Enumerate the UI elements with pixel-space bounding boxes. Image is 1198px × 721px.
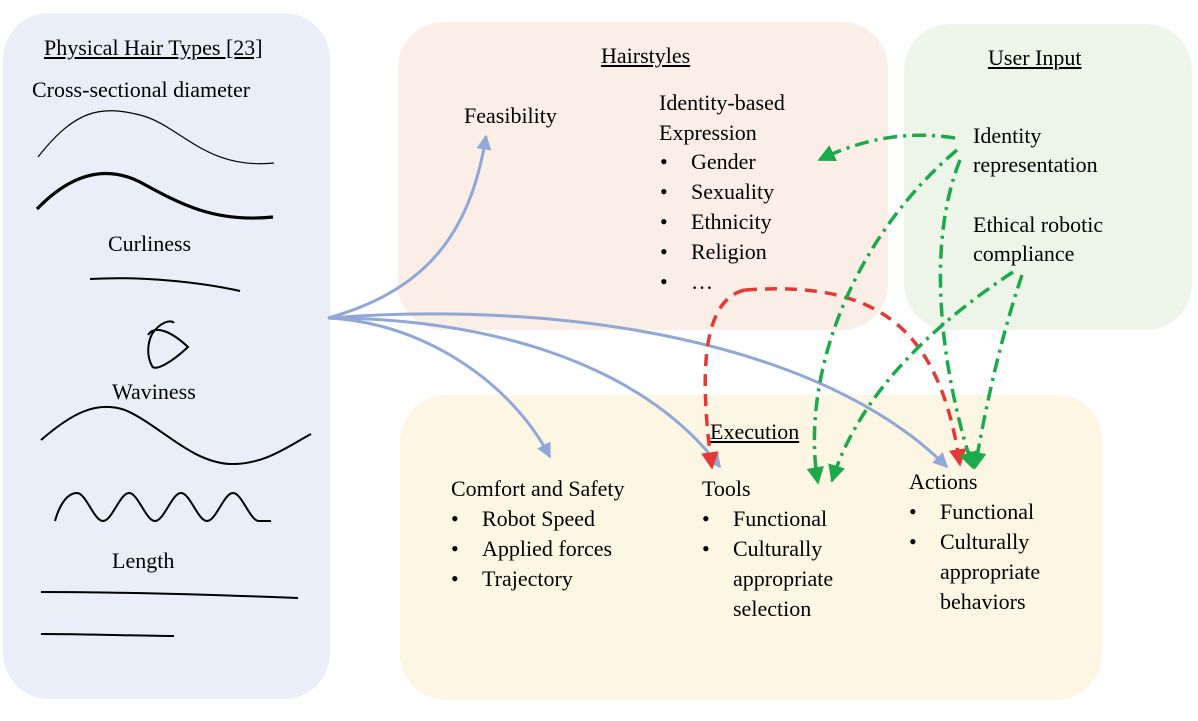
ethical-compliance-line2: compliance [973,241,1075,266]
identity-representation-line2: representation [973,152,1098,177]
comfort-item: Robot Speed [451,504,612,534]
execution-title: Execution [710,419,800,444]
thin-strand [37,110,275,165]
identity-item: Ethnicity [660,207,774,237]
feasibility-label: Feasibility [464,103,557,128]
identity-item: Religion [660,237,774,267]
arrow-to-comfort [327,316,552,459]
tools-item: Culturally appropriate selection [702,534,833,624]
arrow-to-tools [327,316,722,469]
identity-list: Gender Sexuality Ethnicity Religion … [660,147,774,297]
hairstyles-panel [398,22,888,330]
straight-strand [89,277,241,292]
hair-types-title: Physical Hair Types [23] [44,35,263,60]
actions-item: Functional [909,497,1040,527]
identity-item: Sexuality [660,177,774,207]
arrow-to-actions [327,312,949,469]
tools-item: Functional [702,504,833,534]
short-strand [40,633,175,637]
length-label: Length [112,548,175,573]
arrow-to-feasibility [327,134,492,320]
ethical-compliance-line1: Ethical robotic [973,212,1104,237]
green-arrow-to-gender [817,133,956,162]
identity-representation-line1: Identity [973,123,1042,148]
actions-heading: Actions [909,469,978,494]
coiled-strand [147,320,190,369]
comfort-item: Trajectory [451,564,612,594]
diameter-label: Cross-sectional diameter [32,77,251,102]
identity-expression-line2: Expression [659,120,757,145]
long-strand [40,591,299,599]
actions-item: Culturally appropriate behaviors [909,527,1040,617]
user-input-panel [904,24,1192,330]
green-arrow-identity-to-tools [806,148,959,485]
actions-list: Functional Culturally appropriate behavi… [909,497,1040,617]
identity-item: Gender [660,147,774,177]
red-arrow-to-actions [744,287,967,467]
identity-item: … [660,267,774,297]
tools-list: Functional Culturally appropriate select… [702,504,833,624]
comfort-item: Applied forces [451,534,612,564]
thick-strand [35,172,274,220]
user-input-title: User Input [988,45,1082,70]
hairstyles-title: Hairstyles [601,43,691,68]
comfort-list: Robot Speed Applied forces Trajectory [451,504,612,594]
comfort-safety-heading: Comfort and Safety [451,476,625,501]
zigzag-strand [54,491,271,523]
red-arrow-to-tools [701,288,746,470]
curliness-label: Curliness [108,231,192,256]
green-arrow-ethical-to-tools [828,270,1014,483]
identity-expression-line1: Identity-based [659,90,785,115]
green-arrow-ethical-to-actions [969,274,1024,470]
tools-heading: Tools [702,476,751,501]
green-arrow-identity-to-actions [938,159,977,470]
waviness-label: Waviness [112,379,196,404]
wavy-strand [40,405,312,466]
